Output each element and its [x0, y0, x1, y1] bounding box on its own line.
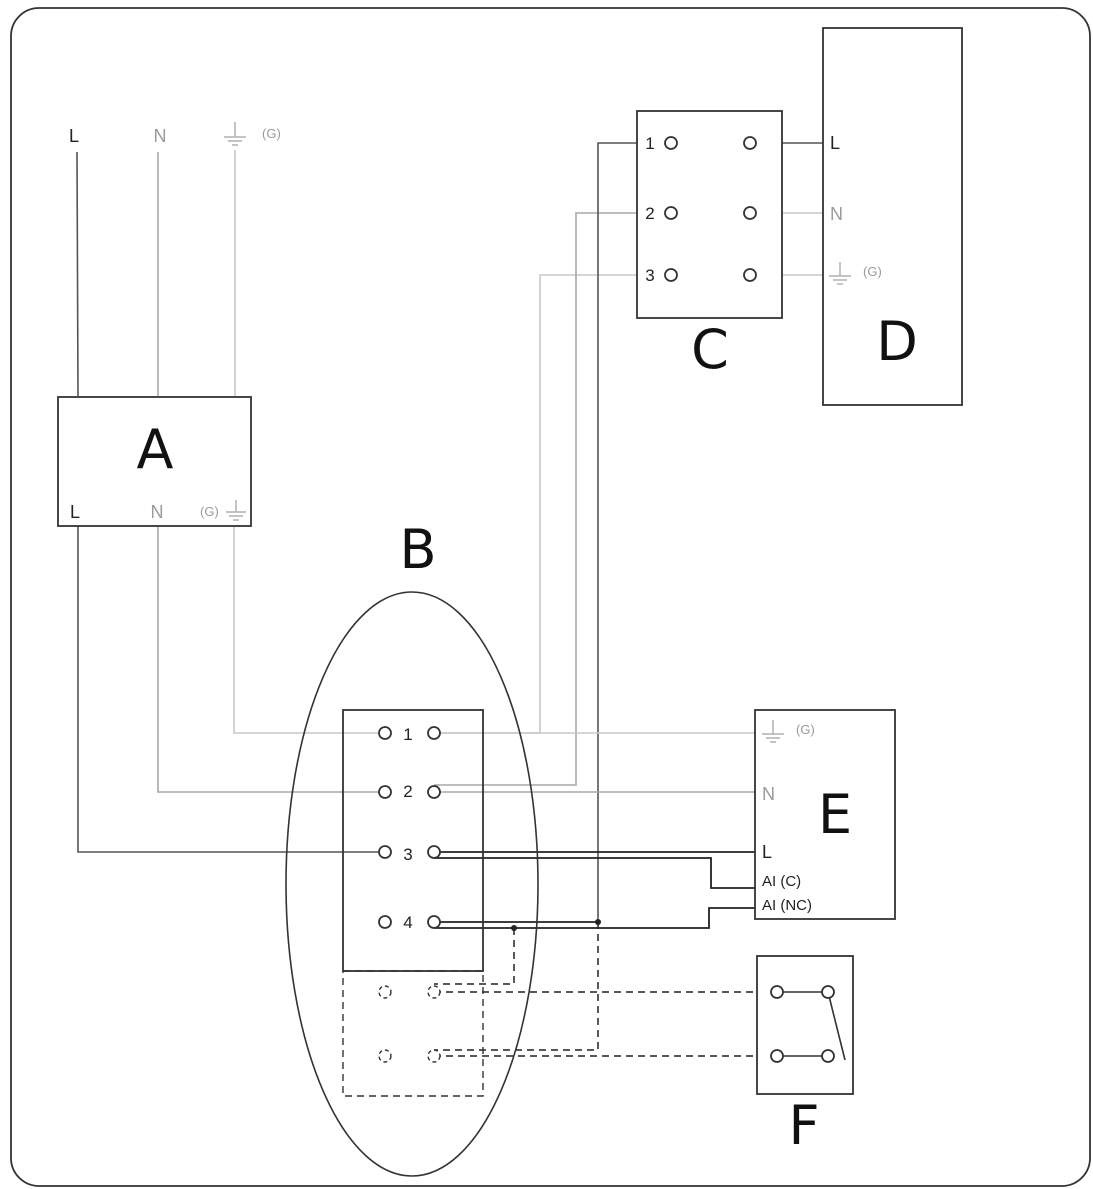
a-bottom-g-label: (G): [200, 504, 219, 519]
terminal-circle: [427, 845, 441, 859]
terminal-circle: [743, 206, 757, 220]
b-terminal-1-label: 1: [403, 725, 412, 744]
terminal-circle: [821, 1049, 835, 1063]
a-top-l-label: L: [69, 126, 79, 146]
diagram-frame: [10, 7, 1091, 1187]
aux-terminal-circle: [378, 1049, 392, 1063]
terminal-circle: [770, 1049, 784, 1063]
supply-wires: [76, 150, 236, 397]
a-top-n-label: N: [154, 126, 167, 146]
c-terminal-1-label: 1: [645, 134, 654, 153]
terminal-circle: [378, 915, 392, 929]
terminal-circle: [770, 985, 784, 999]
d-terminal-n-label: N: [830, 204, 843, 224]
terminal-circle: [664, 268, 678, 282]
component-d: D L N (G): [822, 27, 963, 406]
component-d-label: D: [876, 310, 918, 373]
terminal-circle: [743, 268, 757, 282]
component-a-label: A: [137, 418, 174, 481]
ground-icon: [224, 122, 246, 146]
a-bottom-n-label: N: [151, 502, 164, 522]
terminal-circle: [664, 136, 678, 150]
terminal-circle: [378, 726, 392, 740]
component-c: C 1 2 3: [636, 110, 783, 381]
terminal-circle: [378, 845, 392, 859]
component-e: E (G) N L AI (C) AI (NC): [754, 709, 896, 920]
switch-contact: [827, 991, 846, 1061]
d-terminal-g-label: (G): [863, 264, 882, 279]
e-terminal-n-label: N: [762, 784, 775, 804]
aux-terminal-circle: [378, 985, 392, 999]
e-terminal-l-label: L: [762, 842, 772, 862]
e-terminal-g-label: (G): [796, 722, 815, 737]
ground-icon: [829, 262, 851, 285]
a-top-g-label: (G): [262, 126, 281, 141]
b-to-c-wires: [434, 142, 637, 925]
aux-terminal-circle: [427, 1049, 441, 1063]
terminal-circle: [743, 136, 757, 150]
terminal-circle: [427, 915, 441, 929]
d-terminal-l-label: L: [830, 133, 840, 153]
a-bottom-l-label: L: [70, 502, 80, 522]
ground-icon: [762, 720, 784, 743]
e-terminal-ai-nc-label: AI (NC): [762, 897, 812, 914]
terminal-circle: [427, 785, 441, 799]
a-to-b-wires: [77, 526, 383, 853]
b-terminal-4-label: 4: [403, 913, 412, 932]
b-terminal-2-label: 2: [403, 782, 412, 801]
b-terminal-3-label: 3: [403, 845, 412, 864]
terminal-circle: [664, 206, 678, 220]
component-f: F: [756, 955, 854, 1157]
aux-terminal-circle: [427, 985, 441, 999]
c-terminal-2-label: 2: [645, 204, 654, 223]
component-a: A L N (G) L N (G): [57, 122, 281, 527]
e-terminal-ai-c-label: AI (C): [762, 873, 801, 890]
c-terminal-3-label: 3: [645, 266, 654, 285]
component-b: B 1 2 3 4: [285, 518, 539, 1177]
component-b-label: B: [399, 518, 436, 581]
component-b-terminal-block: [342, 709, 484, 972]
component-e-label: E: [818, 783, 852, 846]
aux-dashed-wires: [434, 922, 757, 1057]
component-c-label: C: [691, 318, 729, 381]
component-b-aux-block: [342, 970, 484, 1097]
ground-icon: [226, 500, 246, 521]
terminal-circle: [378, 785, 392, 799]
terminal-circle: [821, 985, 835, 999]
component-f-label: F: [788, 1094, 819, 1157]
component-b-enclosure: [285, 591, 539, 1177]
terminal-circle: [427, 726, 441, 740]
